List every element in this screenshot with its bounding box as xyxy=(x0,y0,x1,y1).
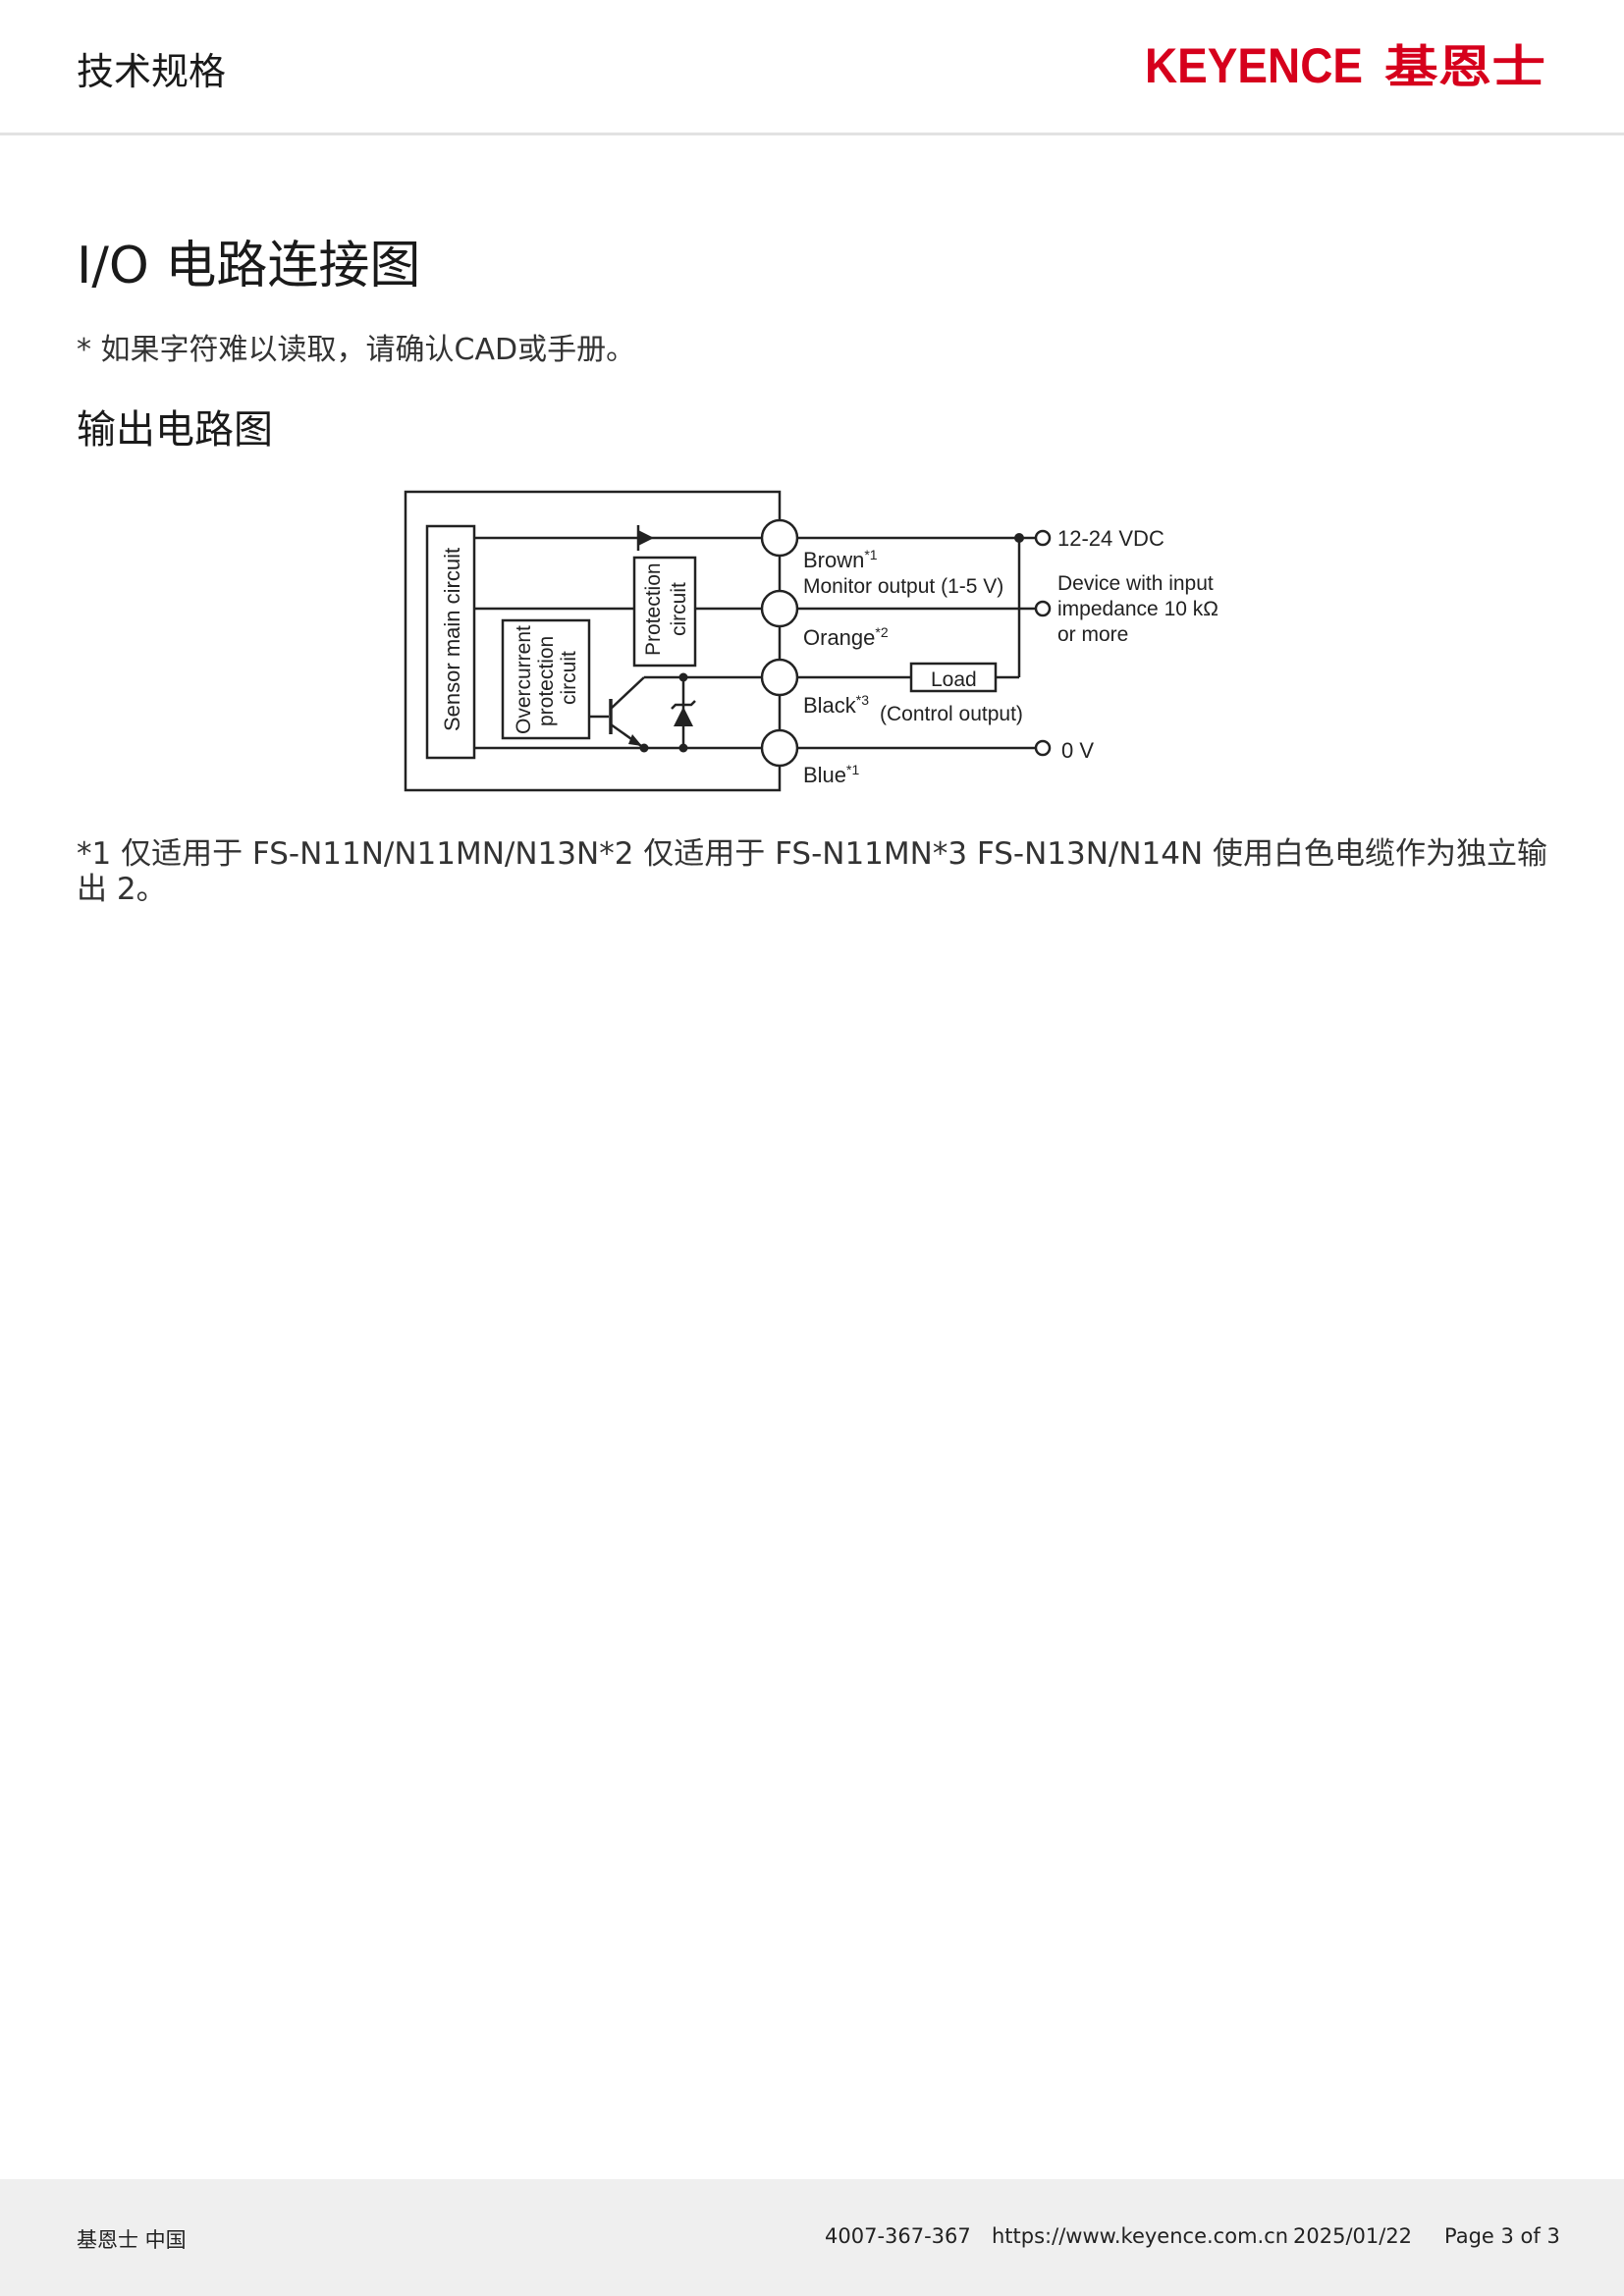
footer-phone: 4007-367-367 xyxy=(825,2224,971,2248)
terminal-blue xyxy=(760,728,799,768)
diode-icon xyxy=(638,530,654,546)
device-note-2: impedance 10 kΩ xyxy=(1057,598,1218,620)
zero-volt-label: 0 V xyxy=(1061,738,1094,763)
overcurrent-label-1: Overcurrent xyxy=(513,625,535,734)
section-title: 输出电路图 xyxy=(77,407,273,453)
overcurrent-circuit-box xyxy=(501,618,591,740)
terminal-black xyxy=(760,658,799,697)
wire-blue-mark: *1 xyxy=(846,762,859,777)
sensor-main-circuit-box xyxy=(425,524,476,760)
terminal-orange xyxy=(760,589,799,628)
keyence-logo: KEYENCE 基恩士 xyxy=(1145,35,1547,90)
wire-blue-label: Blue xyxy=(803,763,846,787)
output-circuit-diagram: Sensor main circuit Protection circuit O… xyxy=(393,481,1237,805)
wire-black-mark: *3 xyxy=(856,692,869,708)
zener-icon xyxy=(674,707,693,726)
page-title: I/O 电路连接图 xyxy=(77,237,421,295)
protection-label-1: Protection xyxy=(642,562,665,656)
sensor-main-circuit-label: Sensor main circuit xyxy=(440,548,464,731)
protection-circuit-box xyxy=(632,556,697,667)
load-label: Load xyxy=(931,668,977,691)
svg-text:Black*3: Black*3 xyxy=(803,692,869,718)
logo-latin: KEYENCE xyxy=(1145,38,1363,90)
protection-label-2: circuit xyxy=(668,582,690,636)
overcurrent-label-2: protection xyxy=(535,636,558,726)
transistor-arrow-icon xyxy=(628,734,642,746)
svg-text:Orange*2: Orange*2 xyxy=(803,624,889,650)
supply-label: 12-24 VDC xyxy=(1057,526,1164,551)
header-title: 技术规格 xyxy=(77,50,227,93)
control-output-label: (Control output) xyxy=(880,703,1023,725)
footer-company: 基恩士 中国 xyxy=(77,2228,187,2252)
wire-brown-mark: *1 xyxy=(864,547,877,562)
circuit-outline xyxy=(404,490,782,792)
footnote: *1 仅适用于 FS-N11N/N11MN/N13N*2 仅适用于 FS-N11… xyxy=(77,836,1548,907)
page-header: 技术规格 KEYENCE 基恩士 xyxy=(0,0,1624,135)
wire-orange-label: Orange xyxy=(803,625,875,650)
svg-text:Brown*1: Brown*1 xyxy=(803,547,878,572)
footer-page: Page 3 of 3 xyxy=(1444,2224,1560,2248)
device-note-1: Device with input xyxy=(1057,572,1214,595)
wire-orange-mark: *2 xyxy=(875,624,888,640)
page-footer: 基恩士 中国 4007-367-367 https://www.keyence.… xyxy=(0,2179,1624,2296)
terminal-brown xyxy=(760,518,799,558)
wire-brown-label: Brown xyxy=(803,548,864,572)
device-note-3: or more xyxy=(1057,623,1128,646)
footer-url[interactable]: https://www.keyence.com.cn xyxy=(992,2224,1289,2248)
footer-date: 2025/01/22 xyxy=(1293,2224,1413,2248)
svg-text:Blue*1: Blue*1 xyxy=(803,762,859,787)
wire-black-label: Black xyxy=(803,693,857,718)
overcurrent-label-3: circuit xyxy=(558,651,580,705)
logo-chinese: 基恩士 xyxy=(1384,40,1545,90)
monitor-output-label: Monitor output (1-5 V) xyxy=(803,575,1003,598)
readability-note: * 如果字符难以读取，请确认CAD或手册。 xyxy=(77,333,636,367)
